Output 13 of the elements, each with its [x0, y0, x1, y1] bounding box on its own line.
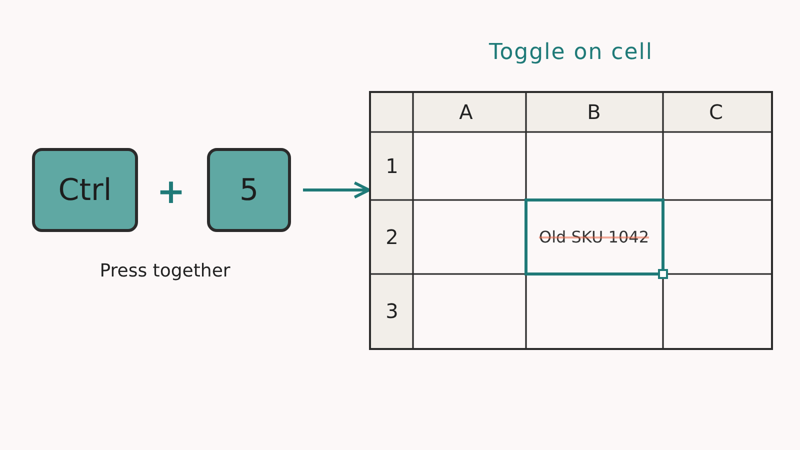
column-header: C — [709, 100, 723, 124]
keyboard-key: Ctrl — [32, 148, 138, 232]
strikethrough-cell-text: Old SKU 1042 — [539, 228, 649, 246]
column-header: B — [587, 100, 601, 124]
row-header: 1 — [386, 154, 398, 178]
row-header: 3 — [386, 299, 398, 323]
table-title: Toggle on cell — [488, 40, 654, 65]
row-header: 2 — [386, 225, 398, 249]
keyboard-key: 5 — [207, 148, 291, 232]
plus-sign: + — [156, 172, 186, 212]
caption: Press together — [100, 260, 230, 282]
column-header: A — [459, 100, 473, 124]
arrow — [303, 181, 370, 199]
